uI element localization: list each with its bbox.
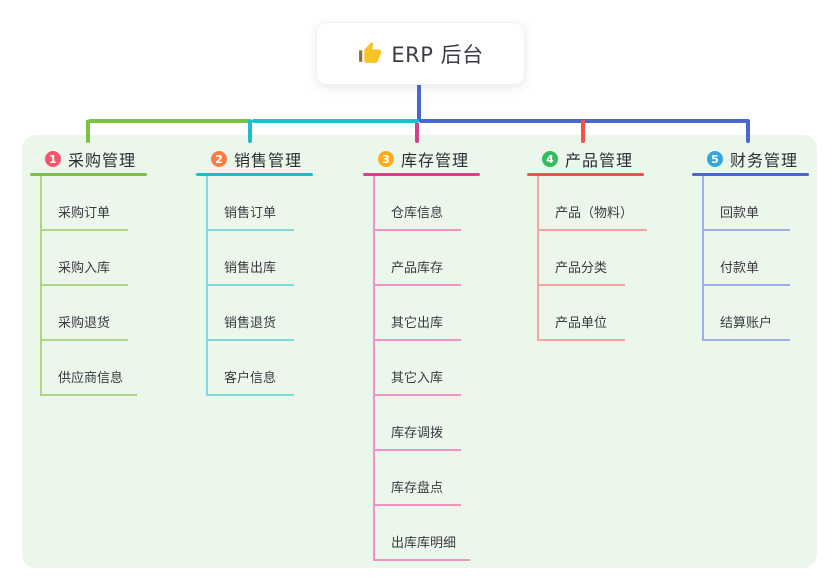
branch-underline [30, 173, 147, 176]
branch-label: 库存管理 [401, 151, 470, 170]
leaf-node[interactable]: 采购退货 [40, 315, 128, 341]
branch-column-purchase: 1 采购管理 采购订单 采购入库 采购退货 供应商信息 [30, 145, 147, 396]
leaf-node[interactable]: 回款单 [702, 205, 790, 231]
connector-drop-finance [746, 120, 750, 143]
branch-column-product: 4 产品管理 产品（物料） 产品分类 产品单位 [527, 145, 648, 341]
branch-number-badge: 2 [211, 151, 227, 167]
branch-node-finance[interactable]: 5 财务管理 [692, 145, 809, 173]
branch-number-badge: 1 [45, 151, 61, 167]
branch-underline [363, 173, 480, 176]
branch-number-badge: 5 [707, 151, 723, 167]
branch-column-sales: 2 销售管理 销售订单 销售出库 销售退货 客户信息 [196, 145, 313, 396]
connector-drop-purchase [86, 120, 90, 143]
connector-drop-product [581, 120, 585, 143]
root-label: ERP 后台 [391, 42, 484, 67]
branch-label: 产品管理 [565, 151, 634, 170]
leaf-node[interactable]: 销售退货 [206, 315, 294, 341]
branch-label: 采购管理 [68, 151, 137, 170]
branch-underline [692, 173, 809, 176]
branches-panel [22, 135, 817, 568]
leaf-node[interactable]: 付款单 [702, 260, 790, 286]
branch-number-badge: 4 [542, 151, 558, 167]
leaf-node[interactable]: 其它入库 [373, 370, 461, 396]
leaf-node[interactable]: 出库库明细 [373, 535, 471, 561]
branch-underline [527, 173, 644, 176]
leaf-node[interactable]: 库存盘点 [373, 480, 461, 506]
thumbs-up-icon [357, 41, 382, 66]
branch-child-connector [537, 176, 539, 341]
branch-node-product[interactable]: 4 产品管理 [527, 145, 644, 173]
branch-label: 销售管理 [234, 151, 303, 170]
branch-underline [196, 173, 313, 176]
leaf-node[interactable]: 仓库信息 [373, 205, 461, 231]
branch-node-sales[interactable]: 2 销售管理 [196, 145, 313, 173]
branch-child-connector [40, 176, 42, 396]
connector-drop-inventory [415, 123, 419, 143]
leaf-node[interactable]: 供应商信息 [40, 370, 138, 396]
branch-column-inventory: 3 库存管理 仓库信息 产品库存 其它出库 其它入库 库存调拨 库存盘点 出库库… [363, 145, 480, 561]
root-node[interactable]: ERP 后台 [316, 22, 525, 85]
leaf-node[interactable]: 产品分类 [537, 260, 625, 286]
connector-bar-green [88, 119, 252, 123]
leaf-node[interactable]: 销售订单 [206, 205, 294, 231]
leaf-node[interactable]: 结算账户 [702, 315, 790, 341]
connector-bar-teal [252, 119, 419, 123]
connector-root-line [417, 82, 421, 121]
leaf-node[interactable]: 销售出库 [206, 260, 294, 286]
branch-column-finance: 5 财务管理 回款单 付款单 结算账户 [692, 145, 809, 341]
connector-drop-sales [248, 120, 252, 143]
leaf-node[interactable]: 其它出库 [373, 315, 461, 341]
leaf-node[interactable]: 客户信息 [206, 370, 294, 396]
leaf-node[interactable]: 采购入库 [40, 260, 128, 286]
leaf-node[interactable]: 产品库存 [373, 260, 461, 286]
branch-number-badge: 3 [378, 151, 394, 167]
branch-child-connector [373, 176, 375, 561]
leaf-node[interactable]: 采购订单 [40, 205, 128, 231]
branch-label: 财务管理 [730, 151, 799, 170]
leaf-node[interactable]: 产品单位 [537, 315, 625, 341]
branch-child-connector [206, 176, 208, 396]
branch-node-inventory[interactable]: 3 库存管理 [363, 145, 480, 173]
branch-child-connector [702, 176, 704, 341]
branch-node-purchase[interactable]: 1 采购管理 [30, 145, 147, 173]
leaf-node[interactable]: 产品（物料） [537, 205, 648, 231]
leaf-node[interactable]: 库存调拨 [373, 425, 461, 451]
